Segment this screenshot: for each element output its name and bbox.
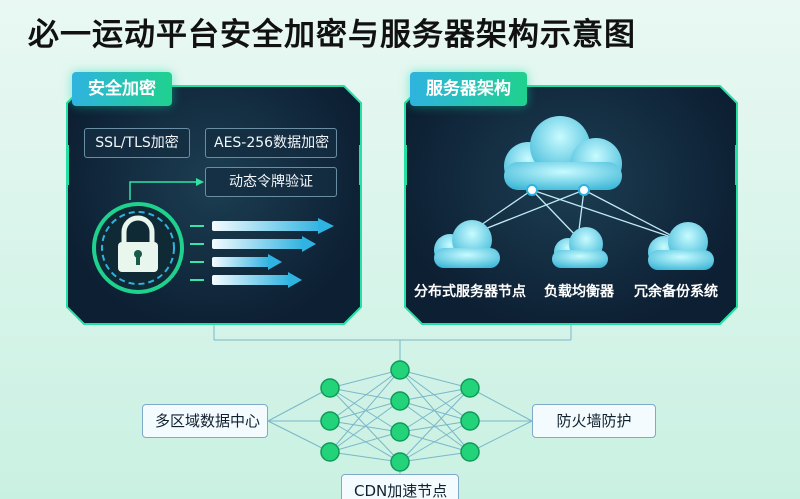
dynamic-token-chip: 动态令牌验证 [205, 167, 337, 197]
page-title: 必一运动平台安全加密与服务器架构示意图 [28, 17, 636, 53]
security-tag: 安全加密 [72, 72, 172, 106]
data-flow-arrows [190, 218, 334, 288]
redundant-backup-label: 冗余备份系统 [634, 284, 718, 300]
distributed-server-label: 分布式服务器节点 [414, 284, 526, 300]
token-connector [129, 181, 196, 200]
cdn-node-label: CDN加速节点 [341, 474, 459, 499]
cloud-icon [552, 227, 608, 268]
cloud-icon [434, 220, 500, 268]
cloud-node-dot [526, 184, 538, 196]
cloud-icon [648, 222, 714, 270]
firewall-label: 防火墙防护 [532, 404, 656, 438]
ssl-tls-chip: SSL/TLS加密 [84, 128, 190, 158]
multi-region-datacenter-label: 多区域数据中心 [142, 404, 268, 438]
cloud-icon [504, 116, 622, 190]
server-tag: 服务器架构 [410, 72, 527, 106]
padlock-icon [92, 202, 184, 294]
token-arrowhead [196, 178, 204, 186]
network-links [213, 325, 572, 478]
load-balancer-label: 负载均衡器 [544, 284, 614, 300]
network-nodes [320, 360, 480, 472]
cloud-node-dot [578, 184, 590, 196]
aes-256-chip: AES-256数据加密 [205, 128, 337, 158]
